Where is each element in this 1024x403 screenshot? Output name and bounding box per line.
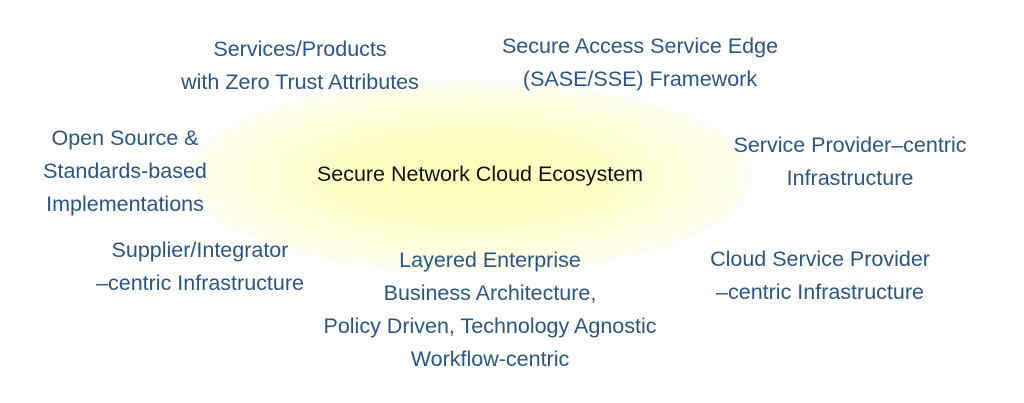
node-sase: Secure Access Service Edge (SASE/SSE) Fr…	[490, 30, 790, 96]
node-line: –centric Infrastructure	[716, 280, 924, 304]
center-title: Secure Network Cloud Ecosystem	[316, 162, 644, 186]
node-line: Service Provider–centric	[733, 133, 967, 157]
node-cloud-service-provider: Cloud Service Provider –centric Infrastr…	[675, 243, 965, 309]
node-line: Standards-based	[43, 159, 207, 183]
node-line: Services/Products	[213, 37, 387, 61]
node-line: –centric Infrastructure	[96, 271, 304, 295]
node-supplier-integrator: Supplier/Integrator –centric Infrastruct…	[55, 234, 345, 300]
node-line: Workflow-centric	[410, 347, 570, 371]
node-service-provider: Service Provider–centric Infrastructure	[700, 129, 1000, 195]
node-line: Supplier/Integrator	[111, 238, 289, 262]
node-line: Implementations	[46, 192, 204, 216]
node-line: Cloud Service Provider	[710, 247, 930, 271]
node-line: (SASE/SSE) Framework	[522, 67, 758, 91]
node-open-source: Open Source & Standards-based Implementa…	[20, 122, 230, 221]
node-layered-enterprise: Layered Enterprise Business Architecture…	[285, 244, 695, 376]
node-line: Open Source &	[51, 126, 199, 150]
node-line: Secure Access Service Edge	[501, 34, 779, 58]
node-line: Infrastructure	[786, 166, 914, 190]
node-line: Policy Driven, Technology Agnostic	[323, 314, 657, 338]
center-glow	[190, 82, 750, 272]
node-line: Business Architecture,	[383, 281, 597, 305]
node-line: with Zero Trust Attributes	[181, 70, 419, 94]
node-line: Layered Enterprise	[399, 248, 581, 272]
node-services-products: Services/Products with Zero Trust Attrib…	[150, 33, 450, 99]
